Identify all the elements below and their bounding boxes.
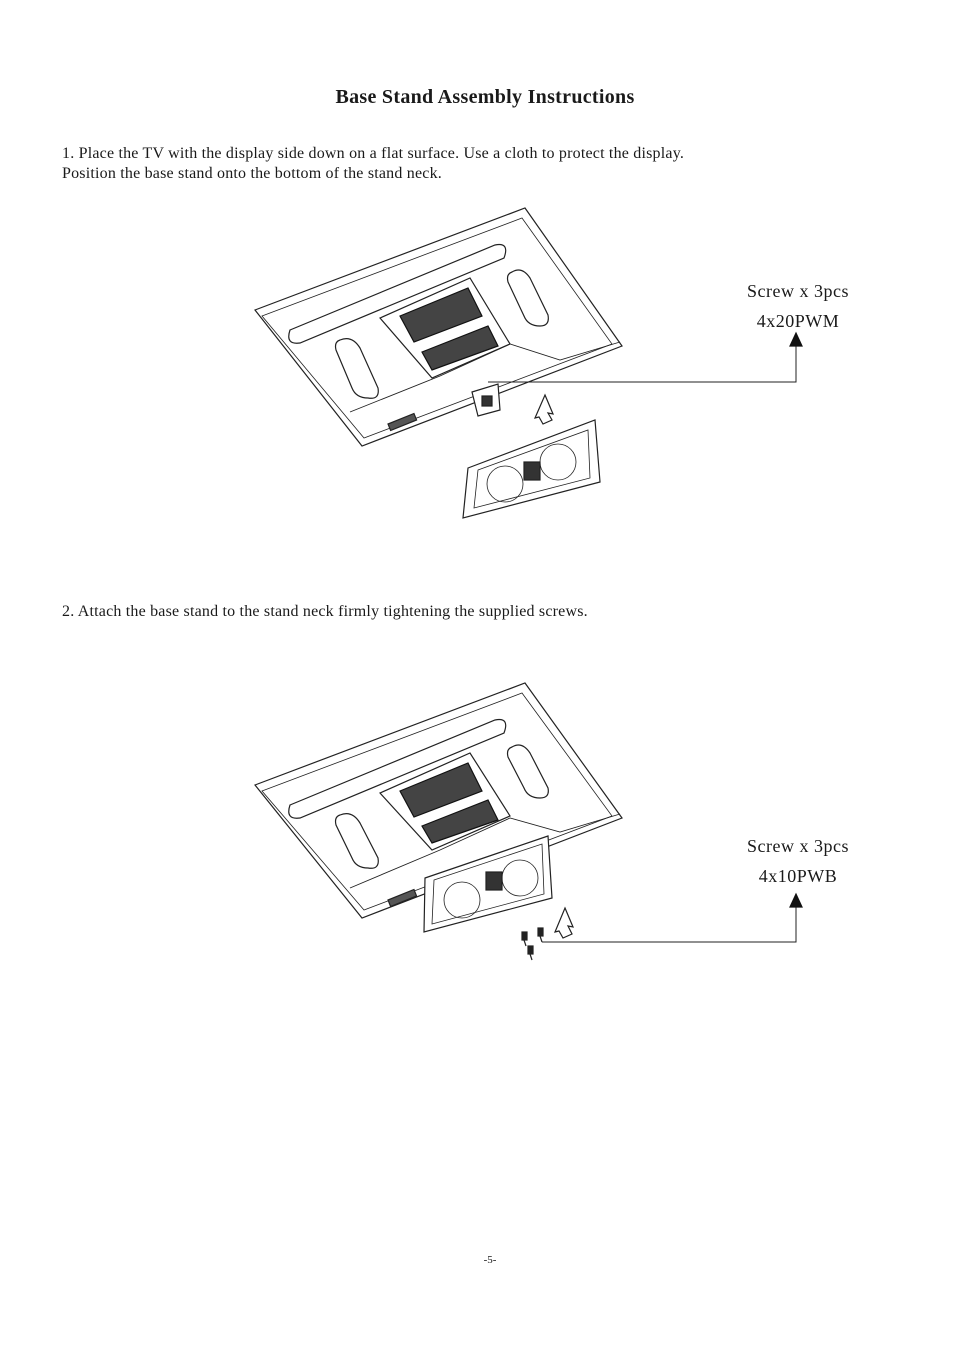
page-number: -5-: [483, 1254, 497, 1266]
callout-1: Screw x 3pcs 4x20PWM: [728, 276, 868, 336]
callout-2-qty: Screw x 3pcs: [747, 836, 849, 856]
callout-1-leader-line: [488, 344, 797, 383]
step-1-text: 1. Place the TV with the display side do…: [62, 144, 684, 184]
screws-icon: [521, 927, 544, 961]
callout-1-qty: Screw x 3pcs: [747, 281, 849, 301]
step-1-line-1: 1. Place the TV with the display side do…: [62, 145, 685, 162]
tv-right-slot: [506, 269, 549, 327]
callout-2: Screw x 3pcs 4x10PWB: [728, 831, 868, 891]
attach-direction-arrow: [553, 906, 574, 939]
tv-upper-vent: [399, 287, 483, 343]
step-2-line-1: 2. Attach the base stand to the stand ne…: [62, 603, 588, 620]
insert-direction-arrow: [533, 393, 554, 425]
callout-2-arrowhead: [789, 892, 803, 908]
step-1-line-2: Position the base stand onto the bottom …: [62, 165, 442, 182]
tv-lower-vent: [421, 325, 499, 371]
tv-left-slot: [334, 338, 379, 399]
callout-2-leader-line: [542, 906, 797, 943]
callout-1-arrowhead: [789, 331, 803, 347]
callout-2-part: 4x10PWB: [758, 866, 838, 886]
step-2-text: 2. Attach the base stand to the stand ne…: [62, 602, 588, 622]
tv-top-slot: [288, 243, 507, 344]
callout-1-part: 4x20PWM: [756, 311, 840, 331]
page-title: Base Stand Assembly Instructions: [335, 86, 635, 108]
